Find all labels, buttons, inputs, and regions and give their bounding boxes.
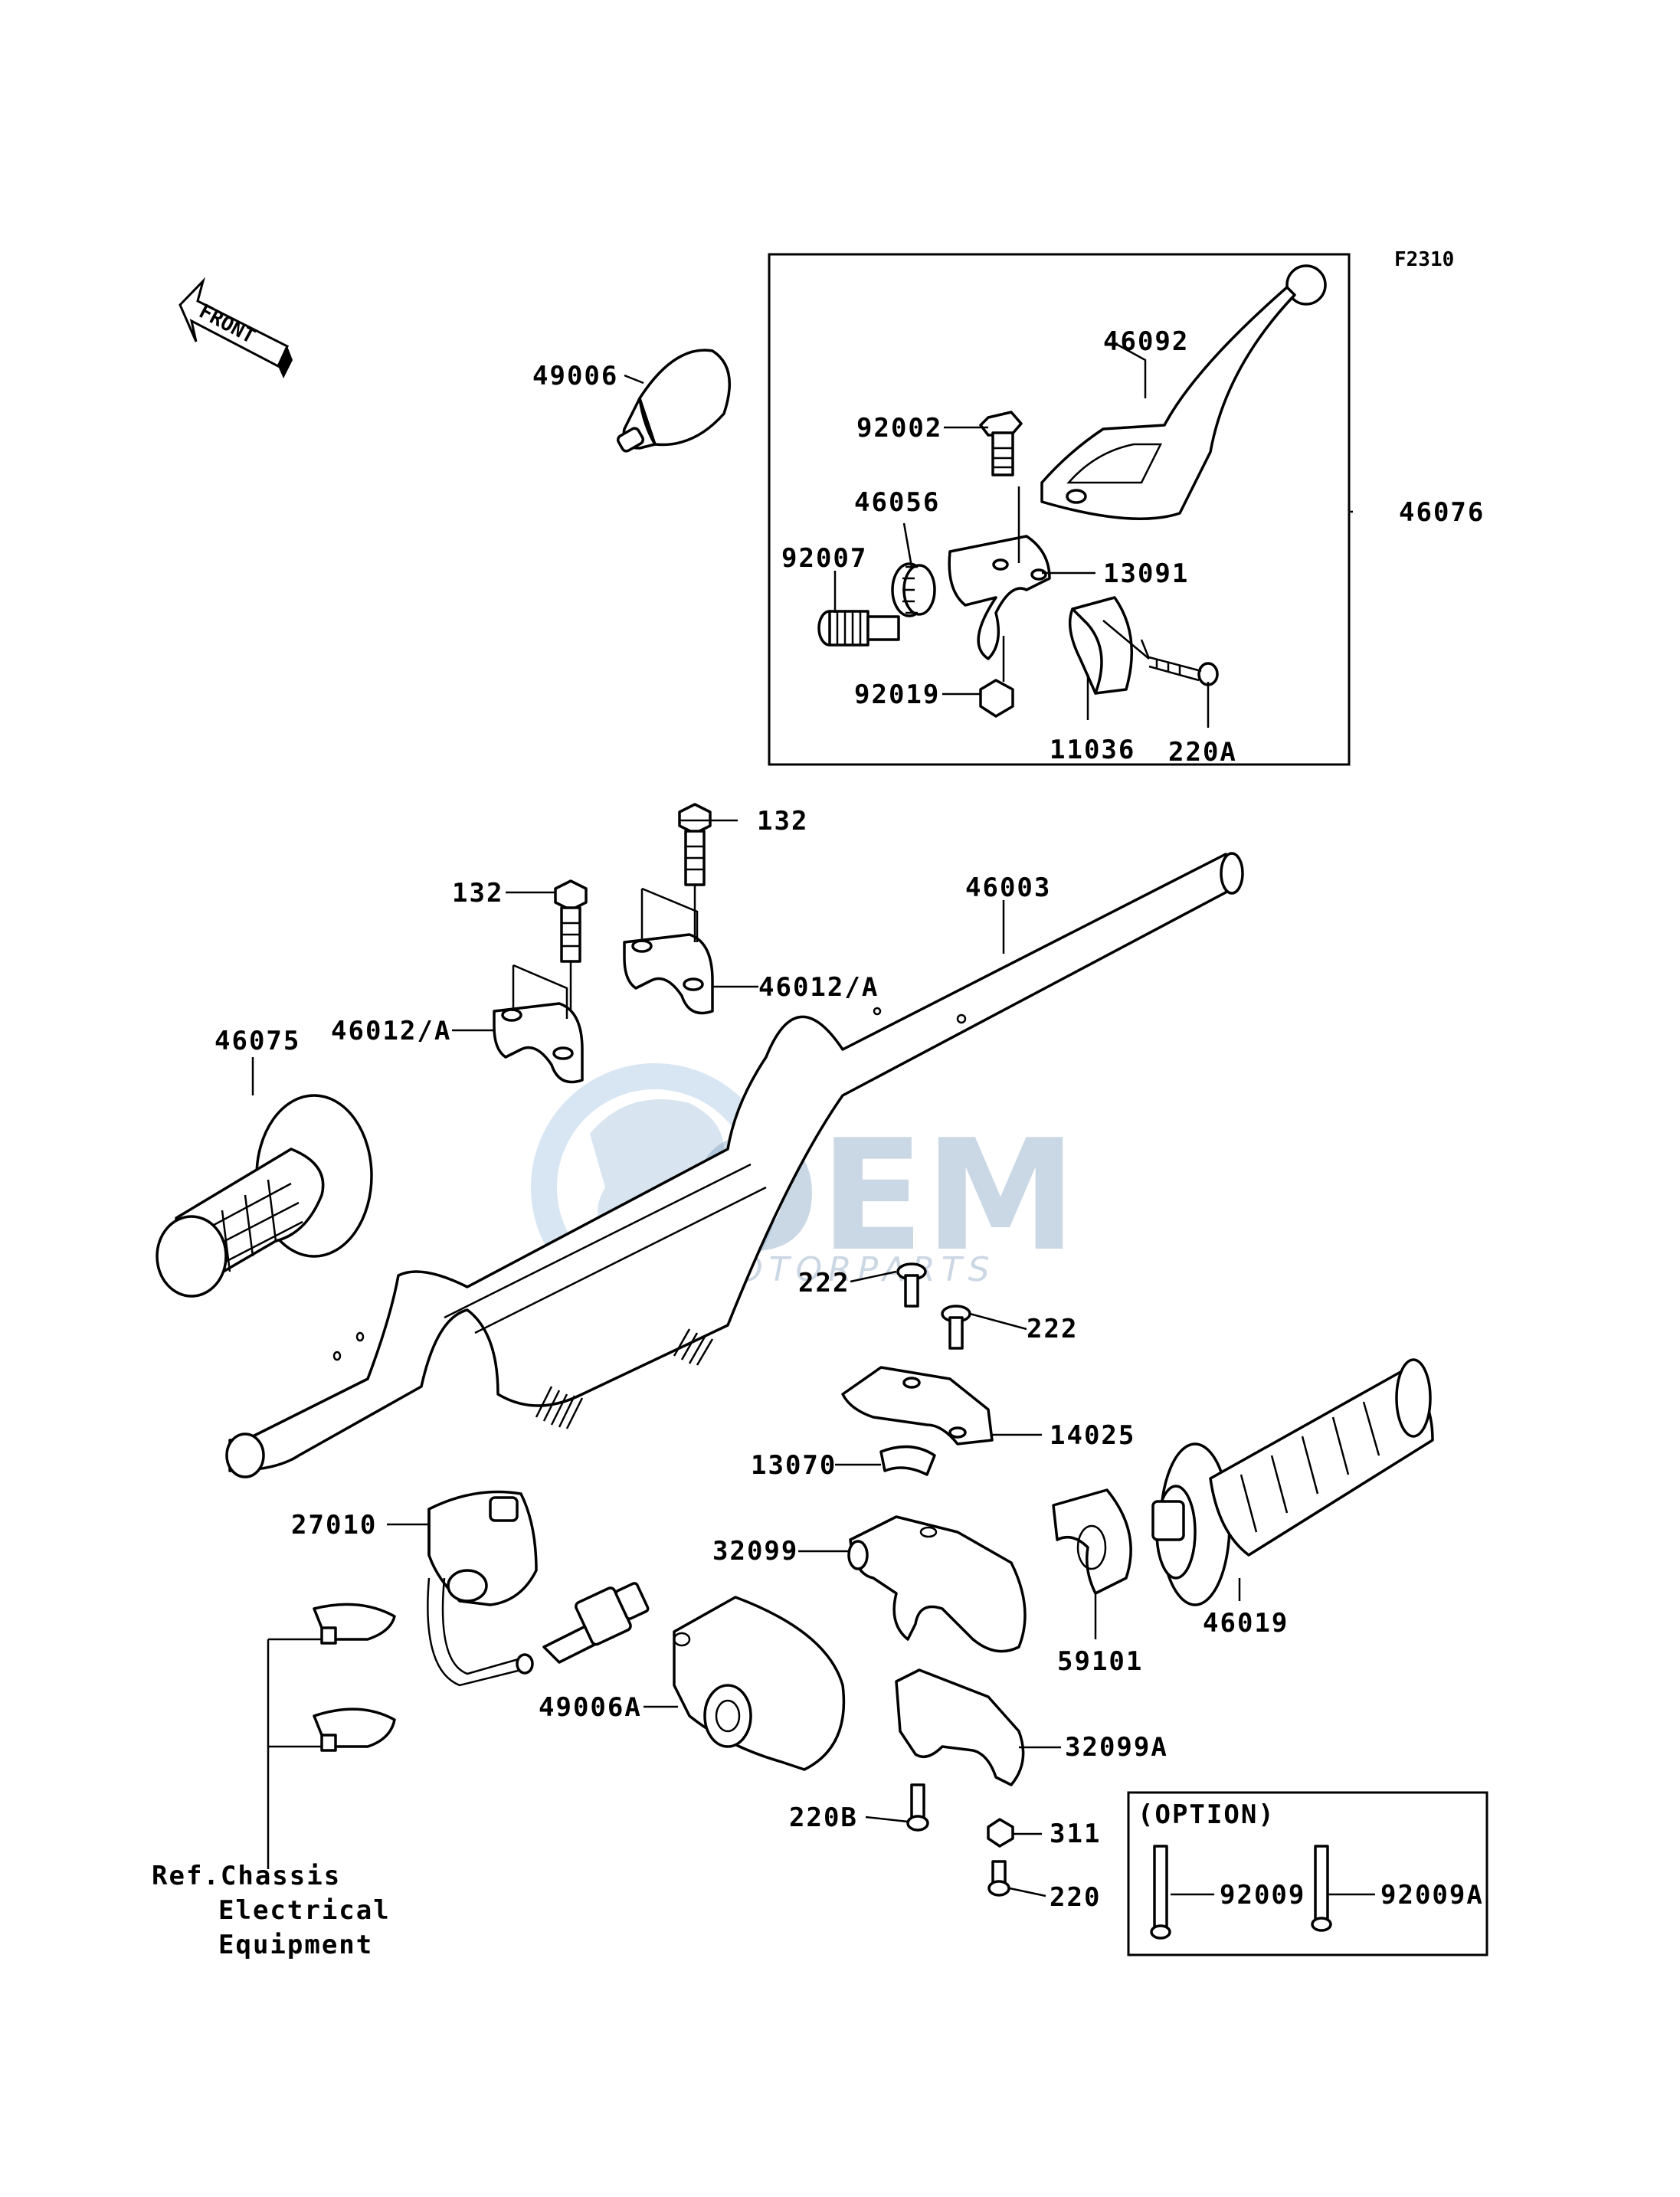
label-132-left: 132: [452, 878, 503, 909]
front-arrow-icon: FRONT: [178, 277, 293, 378]
label-220A: 220A: [1168, 737, 1237, 768]
label-92019: 92019: [854, 679, 940, 710]
label-11036: 11036: [1050, 735, 1135, 765]
label-46012A-left: 46012/A: [331, 1016, 451, 1046]
throttle-plate-part: [879, 1445, 936, 1476]
label-92009: 92009: [1220, 1880, 1305, 1911]
adjuster-bolt-part: [817, 610, 900, 647]
throttle-housing-lower-part: [895, 1668, 1025, 1786]
label-46092: 46092: [1103, 326, 1189, 357]
label-92002: 92002: [856, 413, 942, 444]
holder-bolt-left-part: [554, 879, 588, 963]
label-132-right: 132: [757, 806, 808, 837]
left-bar-holder-part: [493, 1002, 584, 1084]
lever-holder-part: [948, 535, 1051, 660]
clutch-lever-part: [1040, 264, 1327, 521]
label-59101: 59101: [1057, 1646, 1143, 1677]
cover-screw-b-part: [941, 1305, 971, 1350]
label-leaders: [251, 342, 1375, 1897]
lever-clamp-part: [1068, 596, 1133, 695]
right-bar-holder-part: [623, 933, 714, 1015]
lever-cover-part: [616, 349, 731, 453]
lever-assembly-box: [768, 253, 1351, 766]
label-311: 311: [1050, 1819, 1101, 1849]
label-13070: 13070: [751, 1450, 837, 1481]
throttle-pulley-part: [1052, 1488, 1132, 1595]
lever-bolt-part: [979, 411, 1023, 476]
label-220: 220: [1050, 1882, 1101, 1913]
label-32099A: 32099A: [1065, 1732, 1168, 1763]
holder-leaders: [512, 885, 699, 1019]
cover-screw-a-part: [896, 1262, 927, 1308]
figure-code: F2310: [1394, 248, 1454, 271]
strap-bracket: [267, 1638, 322, 1869]
left-grip-part: [156, 1094, 373, 1298]
right-grip-part: [1151, 1358, 1434, 1606]
option-screw-a-part: [1311, 1845, 1332, 1932]
label-222-a: 222: [798, 1268, 850, 1298]
option-box: [1127, 1791, 1488, 1956]
cable-strap-lower-part: [313, 1708, 396, 1752]
switch-cover-part: [673, 1596, 846, 1771]
label-27010: 27010: [291, 1510, 377, 1541]
label-46056: 46056: [854, 487, 940, 518]
label-14025: 14025: [1050, 1420, 1135, 1451]
cable-strap-upper-part: [313, 1603, 396, 1645]
label-46019: 46019: [1203, 1608, 1289, 1639]
option-screw-part: [1150, 1845, 1171, 1940]
label-32099: 32099: [712, 1536, 798, 1567]
label-46076: 46076: [1399, 497, 1485, 528]
kill-switch-part: [427, 1490, 650, 1687]
housing-nut-part: [987, 1818, 1014, 1848]
label-220B: 220B: [789, 1802, 858, 1833]
front-label: FRONT: [195, 300, 259, 349]
ref-line-2: Electrical: [218, 1895, 391, 1926]
label-49006A: 49006A: [539, 1692, 642, 1723]
throttle-cover-part: [841, 1366, 994, 1446]
label-222-b: 222: [1027, 1314, 1078, 1344]
lever-leaders: [1002, 486, 1151, 682]
label-46012A-right: 46012/A: [758, 972, 879, 1003]
ref-line-1: Ref.Chassis: [152, 1861, 341, 1891]
label-92007: 92007: [781, 543, 867, 574]
housing-screw-part: [906, 1783, 929, 1832]
clamp-screw-part: [1148, 656, 1219, 686]
throttle-housing-upper-part: [847, 1515, 1027, 1653]
part-labels: 49006 46092 92002 46056 92007 13091 4607…: [215, 326, 1485, 1913]
handlebar-part: [225, 852, 1244, 1478]
label-49006: 49006: [532, 361, 618, 391]
label-46075: 46075: [215, 1026, 300, 1056]
lever-nut-part: [979, 679, 1014, 718]
label-92009A: 92009A: [1380, 1880, 1484, 1911]
adjuster-wheel-part: [891, 562, 936, 617]
option-label: (OPTION): [1138, 1799, 1276, 1830]
holder-bolt-right-part: [678, 803, 712, 886]
ref-line-3: Equipment: [218, 1930, 373, 1960]
reference-note: Ref.Chassis Electrical Equipment: [152, 1861, 391, 1960]
housing-screw-b-part: [987, 1860, 1010, 1897]
label-46003: 46003: [965, 873, 1051, 903]
label-13091: 13091: [1103, 558, 1189, 589]
